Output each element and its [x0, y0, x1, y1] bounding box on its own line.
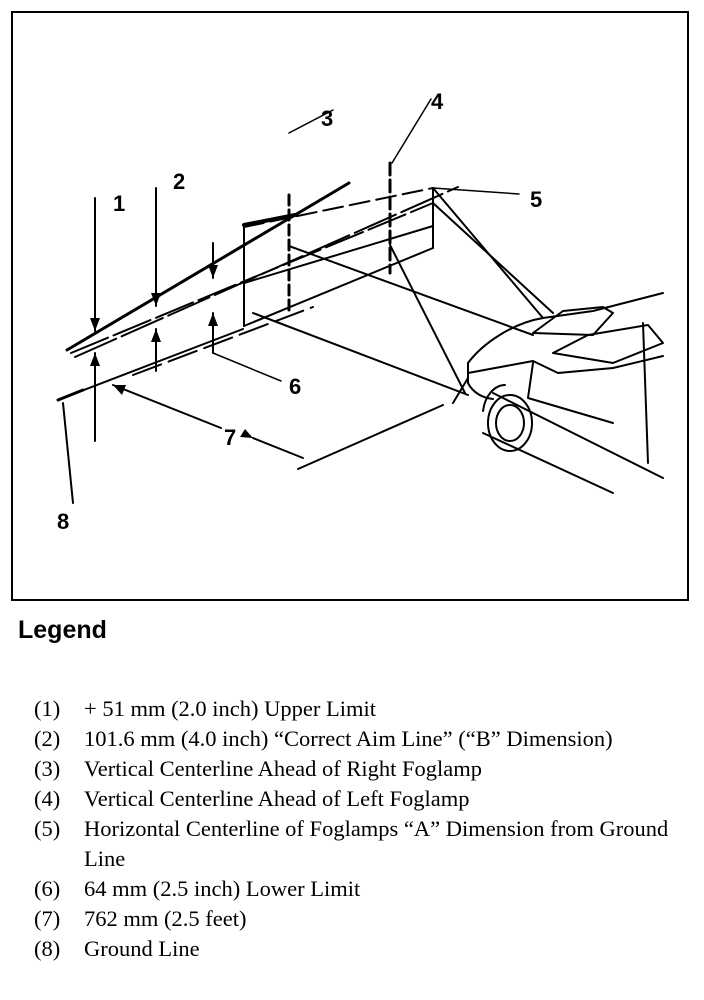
legend-item-number: (5): [34, 816, 61, 841]
callout-2: 2: [173, 169, 185, 194]
dimension-arrows: [62, 187, 444, 504]
callout-8: 8: [57, 509, 69, 534]
lower-limit-line: [132, 306, 314, 376]
aiming-screen: [242, 187, 434, 327]
legend-item-text: Horizontal Centerline of Foglamps “A” Di…: [84, 816, 669, 871]
legend-item: (5) Horizontal Centerline of Foglamps “A”…: [34, 814, 689, 874]
legend-item: (3) Vertical Centerline Ahead of Right Fo…: [34, 754, 689, 784]
legend-item-number: (3): [34, 756, 61, 781]
legend-item-number: (8): [34, 936, 61, 961]
correct-aim-line: [70, 186, 459, 358]
legend-item: (8) Ground Line: [34, 934, 689, 964]
legend-item-number: (6): [34, 876, 61, 901]
legend-item-text: 101.6 mm (4.0 inch) “Correct Aim Line” (…: [84, 726, 613, 751]
legend-item-text: + 51 mm (2.0 inch) Upper Limit: [84, 696, 377, 721]
legend-item-text: Ground Line: [84, 936, 200, 961]
upper-limit-line: [65, 181, 351, 352]
diagram-drawing: 1 2 3 4 5 6 7 8: [56, 89, 664, 534]
legend-title: Legend: [18, 616, 107, 644]
callout-6: 6: [289, 374, 301, 399]
legend-item-number: (4): [34, 786, 61, 811]
legend-item: (6) 64 mm (2.5 inch) Lower Limit: [34, 874, 689, 904]
callout-3: 3: [321, 106, 333, 131]
car-outline: [452, 292, 664, 494]
legend-item-number: (1): [34, 696, 61, 721]
legend-item: (1) + 51 mm (2.0 inch) Upper Limit: [34, 694, 689, 724]
foglamp-aiming-diagram: 1 2 3 4 5 6 7 8: [11, 11, 689, 601]
callout-5: 5: [530, 187, 542, 212]
aim-rays: [252, 187, 554, 396]
legend-item: (2) 101.6 mm (4.0 inch) “Correct Aim Line…: [34, 724, 689, 754]
legend-item: (7) 762 mm (2.5 feet): [34, 904, 689, 934]
callout-7: 7: [224, 425, 236, 450]
legend-item: (4) Vertical Centerline Ahead of Left Fog…: [34, 784, 689, 814]
legend-item-text: 64 mm (2.5 inch) Lower Limit: [84, 876, 361, 901]
legend-item-text: Vertical Centerline Ahead of Right Fogla…: [84, 756, 483, 781]
legend-item-number: (7): [34, 906, 61, 931]
legend-item-text: 762 mm (2.5 feet): [84, 906, 247, 931]
legend-item-number: (2): [34, 726, 61, 751]
legend-list: (1) + 51 mm (2.0 inch) Upper Limit (2) 101…: [34, 694, 689, 964]
legend-item-text: Vertical Centerline Ahead of Left Foglam…: [84, 786, 470, 811]
callout-4: 4: [431, 89, 444, 114]
callout-1: 1: [113, 191, 125, 216]
